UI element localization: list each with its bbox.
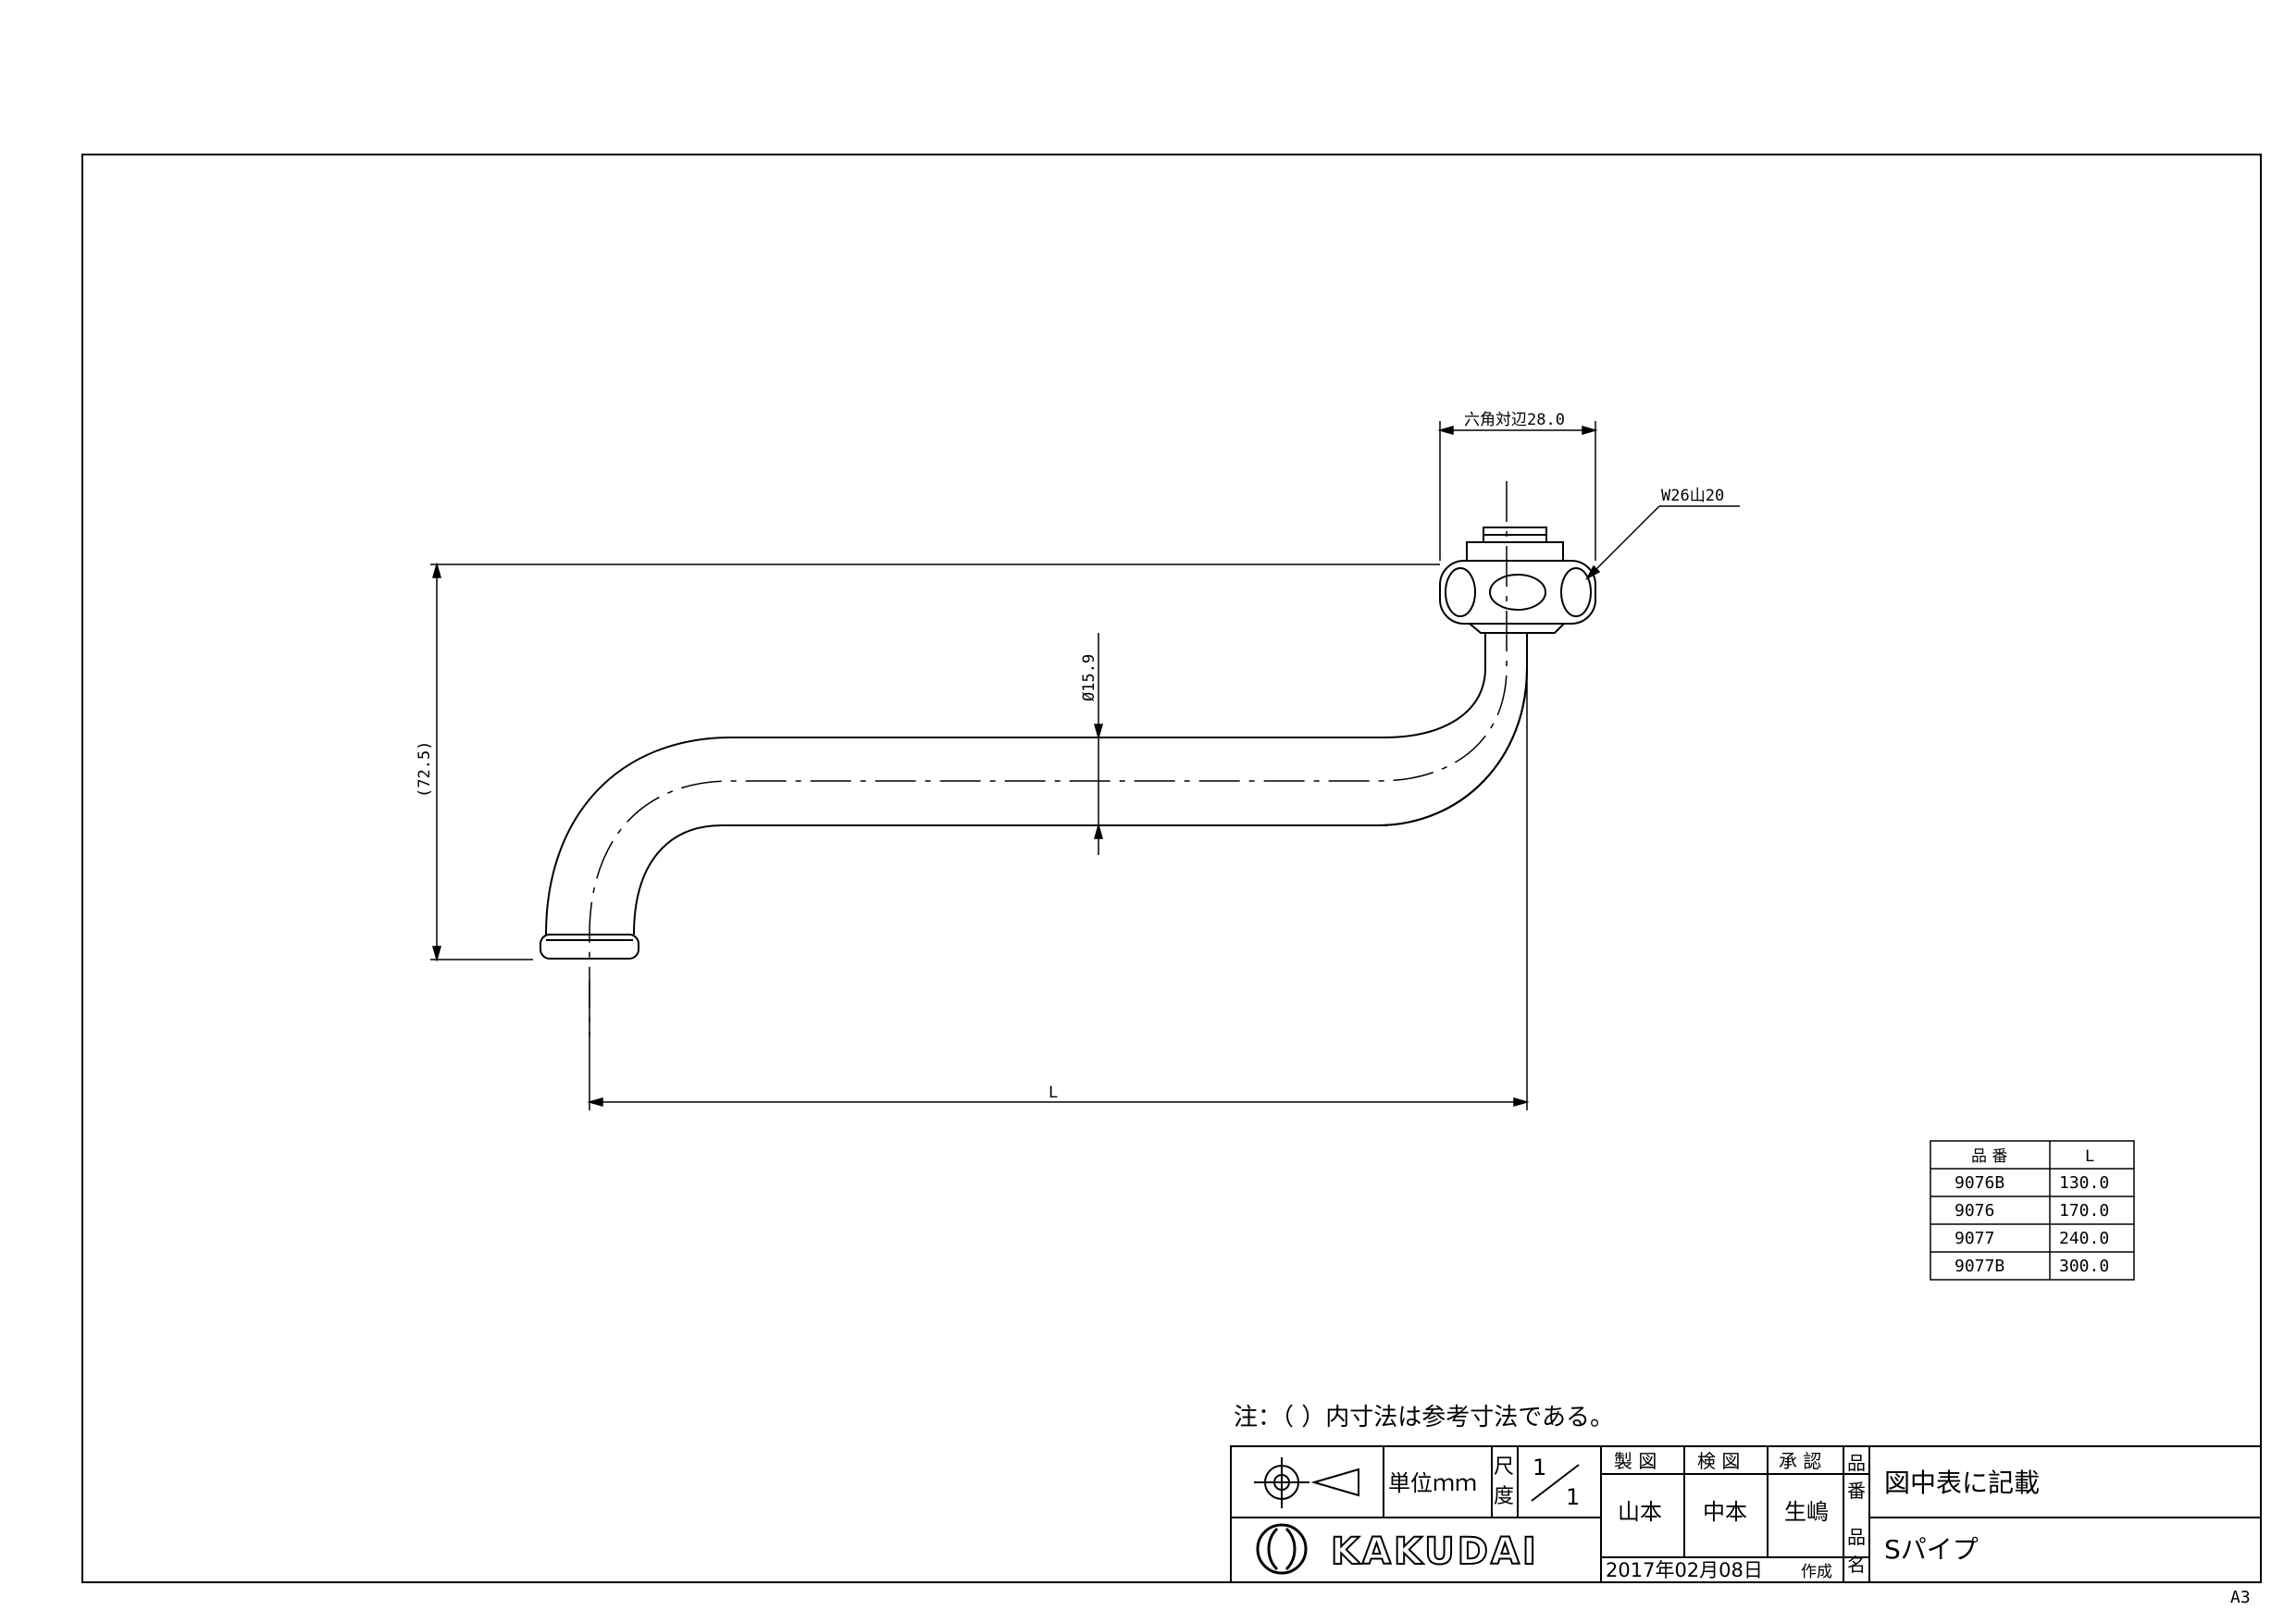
part-name-label: 品名 (1847, 1526, 1866, 1576)
dim-height (430, 562, 1440, 962)
checked-by: 中本 (1703, 1499, 1747, 1525)
dim-hex-label: 六角対辺28.0 (1464, 411, 1565, 429)
part-no-label: 品番 (1847, 1452, 1866, 1502)
sheet-border (81, 154, 2262, 1583)
creation-date: 2017年02月08日 (1606, 1559, 1763, 1581)
part-no-value: 図中表に記載 (1884, 1468, 2040, 1498)
parts-table-length: 170.0 (2059, 1201, 2109, 1220)
drawn-label: 製 図 (1614, 1450, 1657, 1472)
pipe-inner-edge (633, 633, 1528, 935)
scale-fraction-slash (1531, 1464, 1580, 1502)
dim-height-label: (72.5) (416, 741, 434, 798)
creation-date-suffix: 作成 (1801, 1563, 1832, 1581)
s-pipe (540, 527, 1596, 960)
hex-nut-shoulder (1466, 541, 1564, 562)
parts-table-length: 240.0 (2059, 1229, 2109, 1248)
scale-numerator: 1 (1533, 1455, 1546, 1481)
hex-nut-right-face (1560, 567, 1592, 617)
dim-diameter-label: Ø15.9 (1080, 654, 1098, 701)
parts-table-part: 9076 (1955, 1201, 1994, 1220)
parts-table-part: 9077B (1955, 1257, 2004, 1276)
scale-denominator: 1 (1566, 1484, 1580, 1510)
parts-table-part: 9077 (1955, 1229, 1994, 1248)
dim-thread-leader (1585, 505, 1740, 580)
parts-table-length: 300.0 (2059, 1257, 2109, 1276)
drawn-by: 山本 (1618, 1499, 1662, 1525)
parts-table-header-part: 品 番 (1971, 1147, 2007, 1166)
company-name: KAKUDAI (1331, 1530, 1539, 1573)
parts-table-part: 9076B (1955, 1173, 2004, 1193)
checked-label: 検 図 (1697, 1450, 1740, 1472)
hex-nut-center-face (1489, 574, 1546, 611)
approved-by: 生嶋 (1784, 1499, 1829, 1525)
kakudai-logo-icon (1256, 1523, 1308, 1575)
scale-label: 尺度 (1494, 1456, 1514, 1508)
nut-skirt (1469, 623, 1565, 634)
unit-label: 単位ｍｍ (1388, 1470, 1477, 1496)
dim-thread-label: W26山20 (1661, 487, 1724, 505)
dim-pipe-diameter (1094, 633, 1103, 855)
approved-label: 承 認 (1779, 1450, 1821, 1472)
title-block-grid (1230, 1445, 2262, 1583)
part-name-value: Sパイプ (1884, 1534, 1979, 1565)
center-lines (589, 481, 1508, 1036)
dim-length (587, 648, 1530, 1110)
dim-hex-across-flats (1437, 421, 1598, 561)
parts-table (1930, 1140, 2135, 1281)
parts-table-header-length: L (2085, 1147, 2094, 1166)
pipe-outer-edge (1314, 633, 1528, 826)
sheet-size-label: A3 (2230, 1588, 2251, 1607)
reference-note: 注：（ ）内寸法は参考寸法である。 (1234, 1404, 1614, 1431)
hex-nut-left-face (1445, 567, 1476, 617)
dim-length-label: L (1049, 1084, 1058, 1102)
third-angle-projection-icon (1254, 1457, 1359, 1508)
parts-table-length: 130.0 (2059, 1173, 2109, 1193)
hex-nut-body (1439, 560, 1596, 625)
